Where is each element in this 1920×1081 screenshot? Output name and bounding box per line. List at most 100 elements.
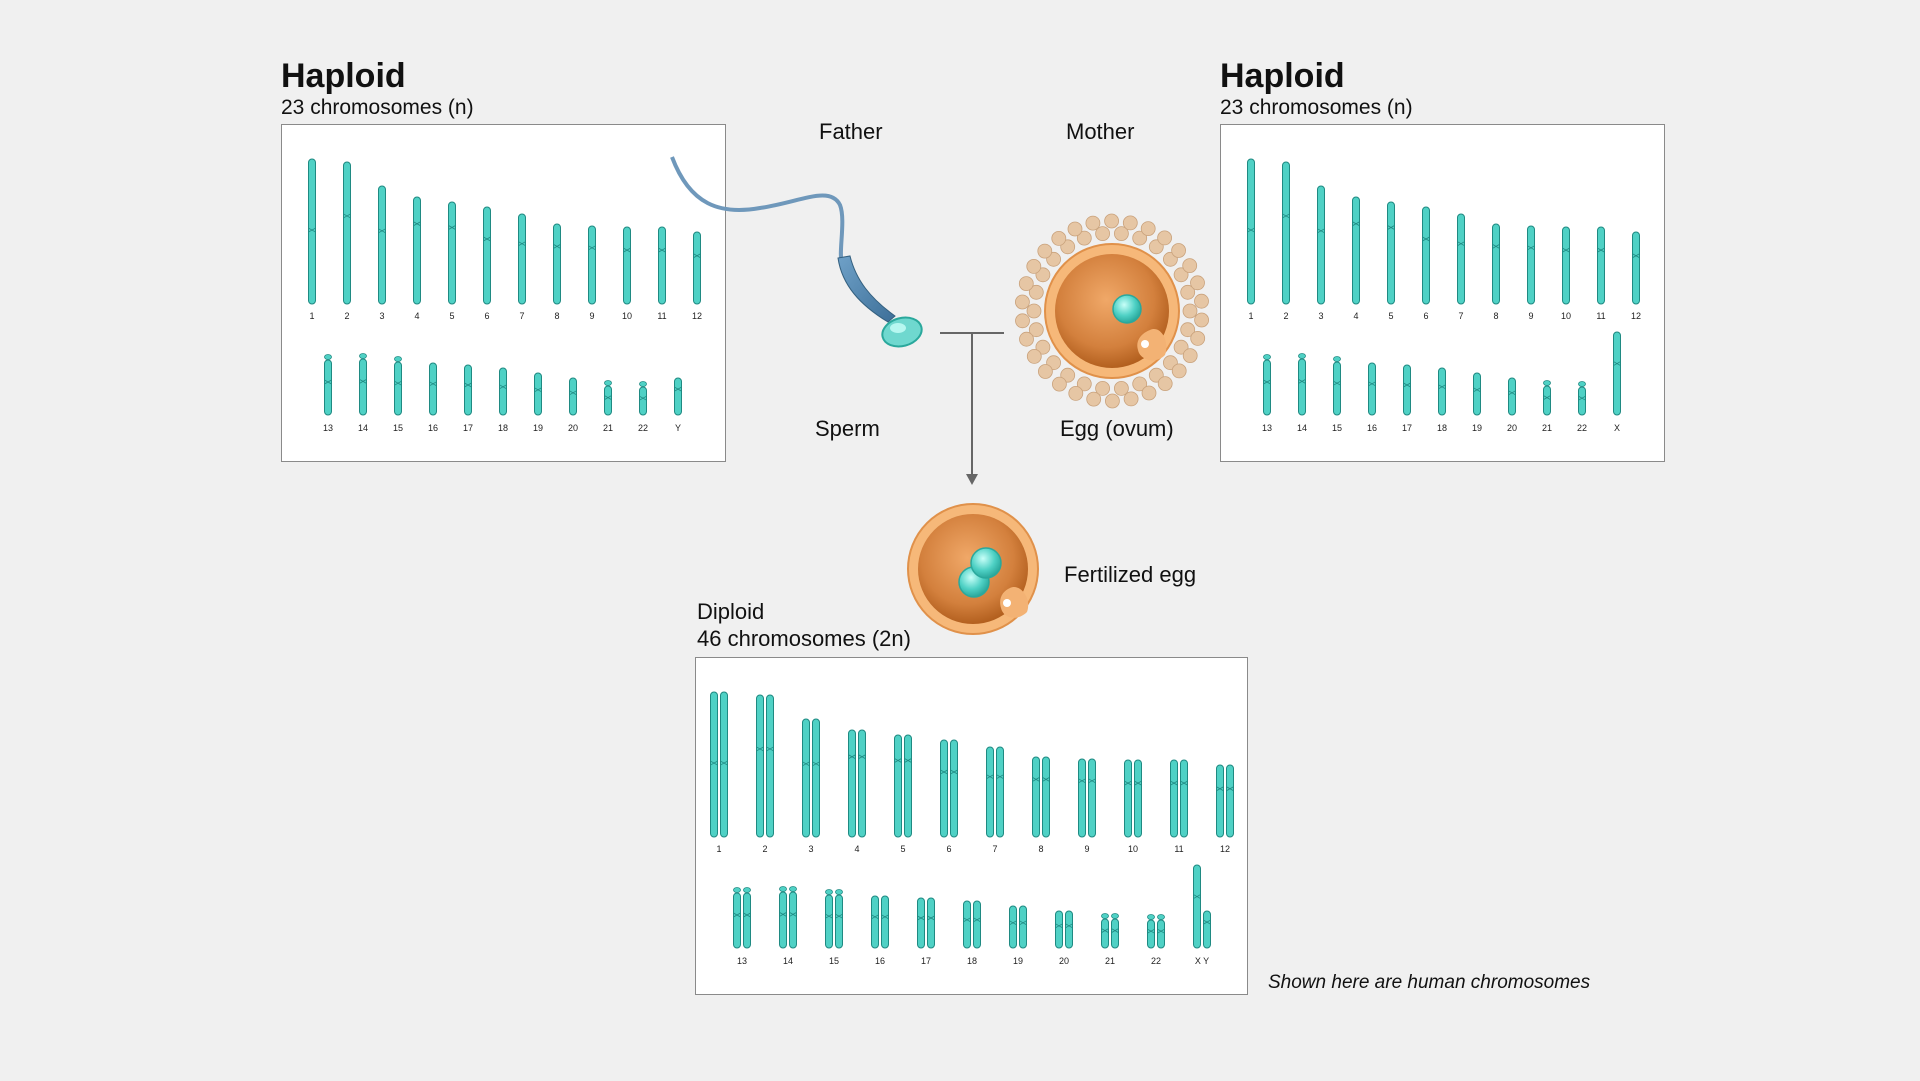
father-label: Father <box>819 119 883 144</box>
left-panel-title: Haploid <box>281 57 406 95</box>
diploid-chromosome-4b-centromere <box>858 754 866 760</box>
corona-cell-38 <box>1026 348 1042 364</box>
corona-cell-25 <box>1180 284 1196 300</box>
left_panel-chromosome-row2-1 <box>324 354 332 416</box>
corona-cell-41 <box>1015 294 1030 310</box>
right_panel-label-row2-4: 16 <box>1367 423 1377 433</box>
right_panel-label-row2-7: 19 <box>1472 423 1482 433</box>
diploid-chromosome-row2-3b-centromere <box>835 913 843 919</box>
left_panel-chromosome-4 <box>413 196 421 305</box>
left_panel-chromosome-2 <box>343 161 351 305</box>
diploid-chromosome-row2-1b-centromere <box>743 912 751 918</box>
diploid-label-8: 8 <box>1038 844 1043 854</box>
diploid-chromosome-12b <box>1226 764 1234 838</box>
diploid-chromosome-2a-body <box>756 694 764 838</box>
right_panel-chromosome-9-body <box>1527 225 1535 305</box>
right_panel-label-7: 7 <box>1458 311 1463 321</box>
diploid-chromosome-7a-body <box>986 746 994 838</box>
left-panel-subtitle: 23 chromosomes (n) <box>281 96 474 119</box>
diploid-chromosome-11b <box>1180 759 1188 838</box>
left_panel-label-row2-9: 21 <box>603 423 613 433</box>
right_panel-chromosome-row2-6-centromere <box>1438 384 1446 390</box>
diploid-chromosome-row2-3a-body <box>825 894 833 949</box>
diploid-chromosome-X-body <box>1193 864 1201 949</box>
left_panel-chromosome-row2-8 <box>569 377 577 416</box>
diploid-label-row2-3: 15 <box>829 956 839 966</box>
diploid-chromosome-10b <box>1134 759 1142 838</box>
diploid-chromosome-row2-2a-centromere <box>779 912 787 917</box>
diploid-label-7: 7 <box>992 844 997 854</box>
diploid-label-5: 5 <box>900 844 905 854</box>
diploid-chromosome-row2-4b-centromere <box>881 914 889 920</box>
left_panel-chromosome-5-body <box>448 201 456 305</box>
diploid-chromosome-10b-centromere <box>1134 780 1142 786</box>
left_panel-chromosome-2-centromere <box>343 213 351 219</box>
diploid-chromosome-12a-centromere <box>1216 786 1224 792</box>
right_panel-chromosome-row2-3 <box>1333 356 1341 416</box>
diploid-chromosome-row2-7b-centromere <box>1019 920 1027 926</box>
diploid-chromosome-3b <box>812 718 820 838</box>
diploid-chromosome-5b <box>904 734 912 838</box>
right_panel-chromosome-8-body <box>1492 223 1500 305</box>
left_panel-chromosome-5 <box>448 201 456 305</box>
diploid-chromosome-11a-centromere <box>1170 780 1178 786</box>
zygote-polar-body-area <box>1000 587 1029 618</box>
diploid-chromosome-row2-6a-centromere <box>963 917 971 923</box>
diploid-chromosome-row2-7a-centromere <box>1009 920 1017 926</box>
left_panel-chromosome-row2-10-body <box>639 386 647 416</box>
diploid-chromosome-3a-body <box>802 718 810 838</box>
diploid-chromosome-row2-5a-body <box>917 897 925 949</box>
corona-cell-47 <box>1085 215 1101 231</box>
left_panel-label-row2-8: 20 <box>568 423 578 433</box>
left_panel-chromosome-row2-8-centromere <box>569 390 577 396</box>
diploid-label-row2-8: 20 <box>1059 956 1069 966</box>
corona-cell-0 <box>1182 303 1198 319</box>
diploid-chromosome-10a-centromere <box>1124 780 1132 786</box>
corona-cell-31 <box>1141 385 1157 401</box>
diploid-chromosome-1a-body <box>710 691 718 838</box>
left_panel-label-row2-3: 15 <box>393 423 403 433</box>
diploid-chromosome-2a-centromere <box>756 746 764 752</box>
corona-cell-44 <box>1037 243 1053 259</box>
right_panel-label-6: 6 <box>1423 311 1428 321</box>
left_panel-chromosome-row2-7-body <box>534 372 542 416</box>
diploid-chromosome-9b-body <box>1088 758 1096 838</box>
bottom-panel-subtitle: 46 chromosomes (2n) <box>697 626 911 651</box>
right_panel-chromosome-6-body <box>1422 206 1430 305</box>
left_panel-chromosome-12-body <box>693 231 701 305</box>
diploid-chromosome-9b <box>1088 758 1096 838</box>
right_panel-label-2: 2 <box>1283 311 1288 321</box>
corona-cell-13 <box>1026 303 1042 319</box>
corona-cell-55 <box>1194 293 1209 309</box>
left_panel-chromosome-row2-3-centromere <box>394 380 402 386</box>
left_panel-label-row2-4: 16 <box>428 423 438 433</box>
right_panel-label-10: 10 <box>1561 311 1571 321</box>
corona-cell-34 <box>1086 391 1102 407</box>
diploid-chromosome-row2-5a <box>917 897 925 949</box>
diploid-chromosome-row2-2b-body <box>789 891 797 949</box>
left_panel-chromosome-row2-7-centromere <box>534 387 542 393</box>
corona-cell-6 <box>1114 380 1129 396</box>
left_panel-label-11: 11 <box>657 311 666 321</box>
diploid-chromosome-row2-1a-centromere <box>733 912 741 918</box>
right_panel-chromosome-row2-2-centromere <box>1298 379 1306 384</box>
left_panel-chromosome-row2-3 <box>394 356 402 416</box>
right_panel-chromosome-1 <box>1247 158 1255 305</box>
diploid-chromosome-10b-body <box>1134 759 1142 838</box>
left_panel-chromosome-row2-11 <box>674 377 682 416</box>
left_panel-label-8: 8 <box>554 311 559 321</box>
right_panel-label-8: 8 <box>1493 311 1498 321</box>
diploid-chromosome-row2-2a-body <box>779 891 787 949</box>
corona-cell-12 <box>1028 322 1044 338</box>
diploid-chromosome-row2-7b-body <box>1019 905 1027 949</box>
diploid-chromosome-X <box>1193 864 1201 949</box>
left_panel-chromosome-6-centromere <box>483 236 491 242</box>
diploid-chromosome-row2-1a-body <box>733 892 741 949</box>
diploid-chromosome-7b-centromere <box>996 774 1004 780</box>
diploid-label-11: 11 <box>1174 844 1183 854</box>
left_panel-chromosome-row2-2-body <box>359 358 367 416</box>
left_panel-chromosome-row2-4-centromere <box>429 381 437 387</box>
right_panel-chromosome-row2-4-body <box>1368 362 1376 416</box>
diploid-chromosome-1b-body <box>720 691 728 838</box>
